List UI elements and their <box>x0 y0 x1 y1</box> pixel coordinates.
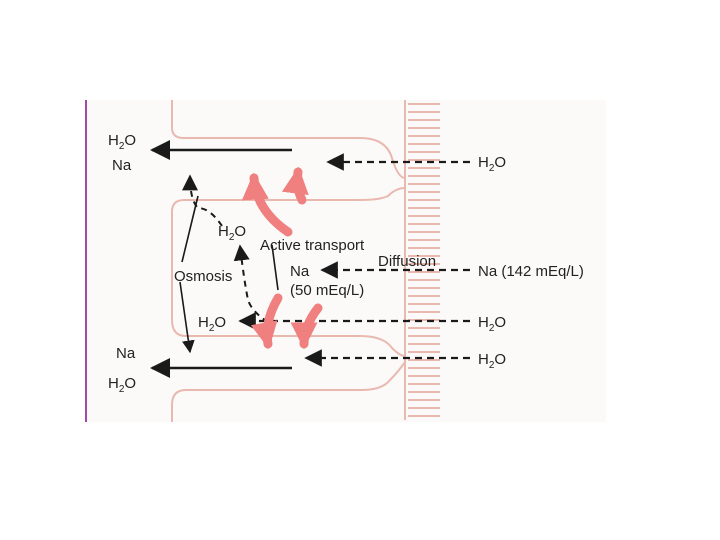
top-left-h2o-label: H2O <box>108 132 136 152</box>
active-transport-label: Active transport <box>260 237 365 254</box>
osmosis-label: Osmosis <box>174 268 232 285</box>
microvilli-brush-border <box>404 100 440 420</box>
cell-na-label: Na <box>290 263 310 280</box>
bottom-left-na-label: Na <box>116 345 136 362</box>
figure-background <box>87 100 606 422</box>
top-right-h2o-label: H2O <box>478 154 506 174</box>
cell-membranes <box>171 100 406 422</box>
bottom-right-h2o-label: H2O <box>478 351 506 371</box>
osmosis-water-paths <box>182 174 269 323</box>
osmosis-lines <box>179 195 279 354</box>
lumen-na-label: Na (142 mEq/L) <box>478 263 584 280</box>
diffusion-label: Diffusion <box>378 253 436 270</box>
mid-left-h2o-label: H2O <box>198 314 226 334</box>
cell-na-conc-label: (50 mEq/L) <box>290 282 364 299</box>
mid-right-h2o-label: H2O <box>478 314 506 334</box>
active-transport-arrows <box>241 166 323 350</box>
inner-h2o-label: H2O <box>218 223 246 243</box>
bottom-left-h2o-label: H2O <box>108 375 136 395</box>
top-left-na-label: Na <box>112 157 132 174</box>
dashed-inflow-arrows <box>238 153 470 367</box>
